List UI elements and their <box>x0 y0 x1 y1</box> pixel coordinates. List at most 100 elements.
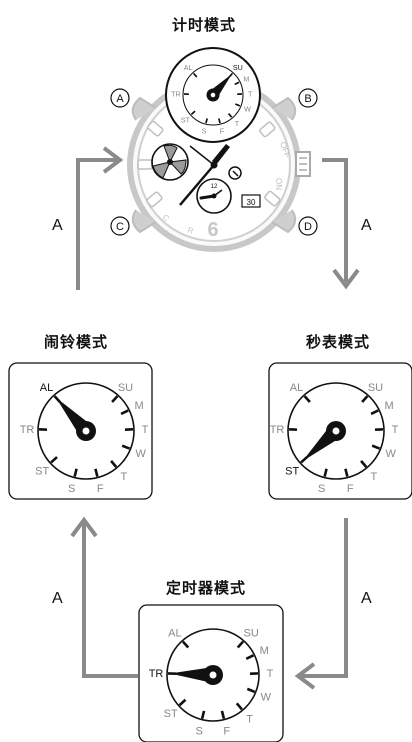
zoom-tick-al <box>192 72 198 78</box>
button-a-marker <box>110 88 130 108</box>
date-value: 30 <box>247 198 256 207</box>
watch-bezel-c: C <box>161 213 171 224</box>
zoom-label-f: F <box>220 128 225 136</box>
timer-hub-center <box>209 671 217 679</box>
stopwatch-label-t2: T <box>371 471 378 483</box>
timer-tick-m <box>245 654 255 660</box>
zoom-label-su: SU <box>233 64 243 72</box>
lug-top-left <box>131 96 157 121</box>
alarm-hub-center <box>82 427 90 435</box>
timer-tick-s <box>200 710 206 719</box>
zoom-label-m: M <box>243 75 249 83</box>
arrowhead-stopwatch-to-timer <box>294 662 316 690</box>
alarm-label-su: SU <box>118 382 133 394</box>
alarm-label-w: W <box>136 448 147 460</box>
timer-tick-f <box>220 710 226 719</box>
stopwatch-label-w: W <box>386 448 397 460</box>
watch-bezel-r: R <box>186 225 195 236</box>
button-d-marker <box>298 216 318 236</box>
button-c-label: C <box>116 221 124 233</box>
timer-label-tr: TR <box>149 668 164 680</box>
timer-tick-su <box>236 640 245 649</box>
stopwatch-label-t1: T <box>392 424 399 436</box>
arrowhead-alarm-to-timekeeping <box>102 146 124 174</box>
button-c-marker <box>110 216 130 236</box>
timer-tick-st <box>178 698 187 707</box>
zoom-tick-t2 <box>227 112 233 118</box>
timer-label-s: S <box>196 725 203 737</box>
timer-tick-w <box>246 687 256 694</box>
arrowhead-timekeeping-to-stopwatch <box>332 268 360 290</box>
timer-label-st: ST <box>164 708 178 720</box>
button-d-label: D <box>304 221 312 233</box>
zoom-label-st: ST <box>181 116 191 124</box>
alarm-tick-s <box>73 468 78 477</box>
title-stopwatch: 秒表模式 <box>306 334 371 351</box>
stopwatch-tick-t2 <box>360 460 368 468</box>
zoom-label-t2: T <box>235 120 240 128</box>
stopwatch-tick-f <box>344 468 349 477</box>
arrow-label-left-top: A <box>52 217 63 234</box>
stopwatch-tick-w <box>371 444 381 450</box>
arrow-label-right-bottom: A <box>361 590 372 607</box>
alarm-label-t1: T <box>142 424 149 436</box>
zoom-tick-w <box>235 103 241 107</box>
alarm-label-m: M <box>134 400 143 412</box>
lug-top-right <box>271 96 297 121</box>
watch-six: 6 <box>207 219 218 241</box>
arrow-timer-to-alarm <box>82 522 138 678</box>
arrow-alarm-to-timekeeping <box>76 158 118 290</box>
date-window <box>241 194 261 208</box>
arrow-stopwatch-to-timer <box>300 518 348 678</box>
alarm-label-s: S <box>68 483 75 495</box>
arrowhead-timer-to-alarm <box>70 516 98 538</box>
stopwatch-label-su: SU <box>368 382 383 394</box>
button-b-marker <box>298 88 318 108</box>
title-timer: 定时器模式 <box>166 580 247 597</box>
alarm-tick-f <box>94 468 99 477</box>
alarm-tick-t2 <box>110 460 118 468</box>
timer-tick-t2 <box>235 702 243 711</box>
alarm-tick-su <box>111 395 119 403</box>
stopwatch-label-f: F <box>347 483 354 495</box>
stopwatch-label-st: ST <box>285 465 299 477</box>
stopwatch-tick-su <box>361 395 369 403</box>
stopwatch-tick-m <box>370 409 379 416</box>
zoom-tick-m <box>234 81 240 86</box>
stopwatch-hub-center <box>332 427 340 435</box>
alarm-tick-st <box>50 456 58 464</box>
timer-label-t2: T <box>246 714 253 726</box>
alarm-label-tr: TR <box>20 424 35 436</box>
timer-label-f: F <box>223 725 230 737</box>
alarm-tick-m <box>120 409 129 416</box>
stopwatch-tick-al <box>303 395 311 403</box>
zoom-label-t1: T <box>248 90 253 98</box>
zoom-label-s: S <box>202 128 207 136</box>
alarm-tick-w <box>121 444 131 450</box>
timer-label-t1: T <box>267 668 274 680</box>
zoom-tick-f <box>218 118 221 124</box>
zoom-label-w: W <box>244 106 251 114</box>
lug-bottom-left <box>131 209 157 234</box>
alarm-label-st: ST <box>35 465 49 477</box>
button-a-label: A <box>116 93 124 105</box>
timer-label-al: AL <box>168 628 181 640</box>
arrow-timekeeping-to-stopwatch <box>322 158 348 282</box>
second-hand-main <box>189 145 215 166</box>
stopwatch-tick-s <box>323 468 328 477</box>
bottom-subdial-12: 12 <box>211 184 218 190</box>
timer-label-m: M <box>260 645 269 657</box>
alarm-label-f: F <box>97 483 104 495</box>
alarm-label-t2: T <box>121 471 128 483</box>
zoom-label-tr: TR <box>171 90 181 98</box>
watch-on-label: ON <box>274 178 283 190</box>
hour-markers <box>137 120 281 208</box>
watch-illustration: OFF ON C R 6 30 12 <box>110 47 318 252</box>
zoom-label-al: AL <box>184 64 193 72</box>
title-alarm: 闹铃模式 <box>44 334 109 351</box>
